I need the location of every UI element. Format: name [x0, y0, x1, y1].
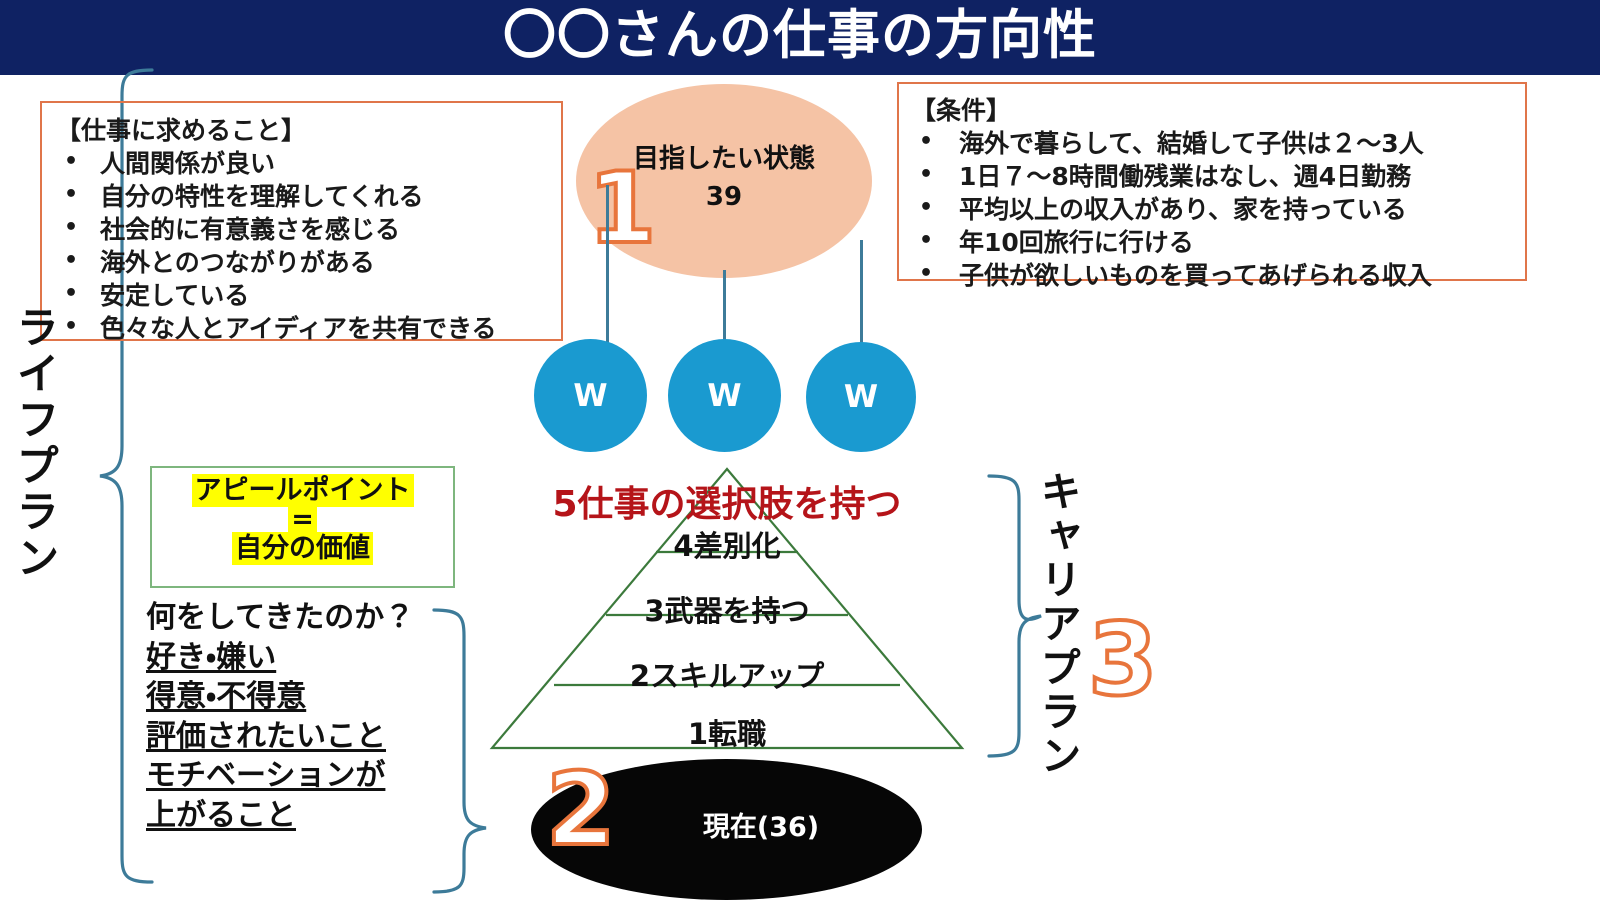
- connector-line-3: [860, 240, 863, 348]
- life-plan-brace: [99, 68, 154, 884]
- pyramid-level-1: 1転職: [687, 717, 767, 751]
- pyramid-top-label: 5仕事の選択肢を持つ: [552, 484, 902, 525]
- work-requirements-box: 【仕事に求めること】 人間関係が良い 自分の特性を理解してくれる 社会的に有意義…: [40, 101, 563, 343]
- appeal-line-1: アピールポイント: [152, 474, 453, 507]
- self-analysis-brace: [432, 608, 487, 894]
- goal-state-label: 目指したい状態 39: [576, 141, 872, 216]
- conditions-heading: 【条件】: [911, 96, 1012, 125]
- pyramid-level-2: 2スキルアップ: [629, 659, 825, 693]
- work-requirements-heading: 【仕事に求めること】: [56, 116, 307, 145]
- list-item: モチベーションが: [146, 758, 386, 794]
- pyramid-level-3: 3武器を持つ: [644, 594, 810, 628]
- appeal-line-3: 自分の価値: [152, 531, 453, 565]
- work-circle-label: W: [707, 377, 742, 414]
- appeal-point-box: アピールポイント = 自分の価値: [150, 466, 455, 588]
- work-circle-2: W: [668, 339, 781, 452]
- list-item: 1日７〜8時間働残業はなし、週4日勤務: [911, 160, 1525, 193]
- work-circle-label: W: [573, 377, 608, 414]
- list-item: 社会的に有意義さを感じる: [56, 213, 561, 246]
- goal-state-age: 39: [705, 181, 743, 212]
- work-requirements-list: 人間関係が良い 自分の特性を理解してくれる 社会的に有意義さを感じる 海外とのつ…: [56, 147, 561, 345]
- career-plan-brace: [987, 474, 1042, 758]
- list-item: 自分の特性を理解してくれる: [56, 180, 561, 213]
- appeal-line-2: =: [152, 502, 453, 536]
- step-number-2: 2: [544, 751, 618, 868]
- current-state-label: 現在(36): [702, 812, 820, 843]
- self-value-text: 自分の価値: [232, 531, 373, 565]
- list-item: 海外とのつながりがある: [56, 246, 561, 279]
- work-circle-label: W: [843, 379, 879, 415]
- list-item: 好き・嫌い: [146, 639, 277, 675]
- list-item: 色々な人とアイディアを共有できる: [56, 312, 561, 345]
- self-analysis-list: 何をしてきたのか？ 好き・嫌い 得意・不得意 評価されたいこと モチベーションが…: [146, 598, 446, 836]
- current-state-ellipse: 現在(36): [531, 759, 922, 900]
- list-item: 評価されたいこと: [146, 718, 386, 754]
- list-item: 海外で暮らして、結婚して子供は２〜3人: [911, 127, 1525, 160]
- step-number-1: 1: [586, 152, 658, 266]
- list-item: 上がること: [146, 797, 296, 833]
- list-item: 得意・不得意: [146, 679, 307, 715]
- list-item: 安定している: [56, 279, 561, 312]
- title-bar: 〇〇さんの仕事の方向性: [0, 0, 1600, 75]
- equals-sign: =: [288, 502, 317, 536]
- list-item: 人間関係が良い: [56, 147, 561, 180]
- list-item: 子供が欲しいものを買ってあげられる収入: [911, 259, 1525, 292]
- conditions-box: 【条件】 海外で暮らして、結婚して子供は２〜3人 1日７〜8時間働残業はなし、週…: [897, 82, 1527, 290]
- career-plan-label: キャリアプラン: [1033, 470, 1081, 778]
- goal-state-ellipse: 目指したい状態 39: [576, 84, 872, 278]
- life-plan-label: ライフプラン: [9, 305, 59, 581]
- list-item: 何をしてきたのか？: [146, 600, 415, 635]
- career-pyramid: 4差別化 3武器を持つ 2スキルアップ 1転職: [488, 465, 966, 752]
- page-title: 〇〇さんの仕事の方向性: [503, 5, 1097, 66]
- step-number-3: 3: [1086, 601, 1160, 718]
- pyramid-level-4: 4差別化: [673, 529, 781, 563]
- conditions-list: 海外で暮らして、結婚して子供は２〜3人 1日７〜8時間働残業はなし、週4日勤務 …: [911, 127, 1525, 292]
- connector-line-2: [723, 270, 726, 345]
- appeal-point-text: アピールポイント: [191, 474, 414, 507]
- list-item: 年10回旅行に行ける: [911, 226, 1525, 259]
- list-item: 平均以上の収入があり、家を持っている: [911, 193, 1525, 226]
- work-circle-3: W: [806, 342, 916, 452]
- goal-state-title: 目指したい状態: [632, 144, 815, 174]
- work-circle-1: W: [534, 339, 647, 452]
- connector-line-1: [606, 185, 609, 345]
